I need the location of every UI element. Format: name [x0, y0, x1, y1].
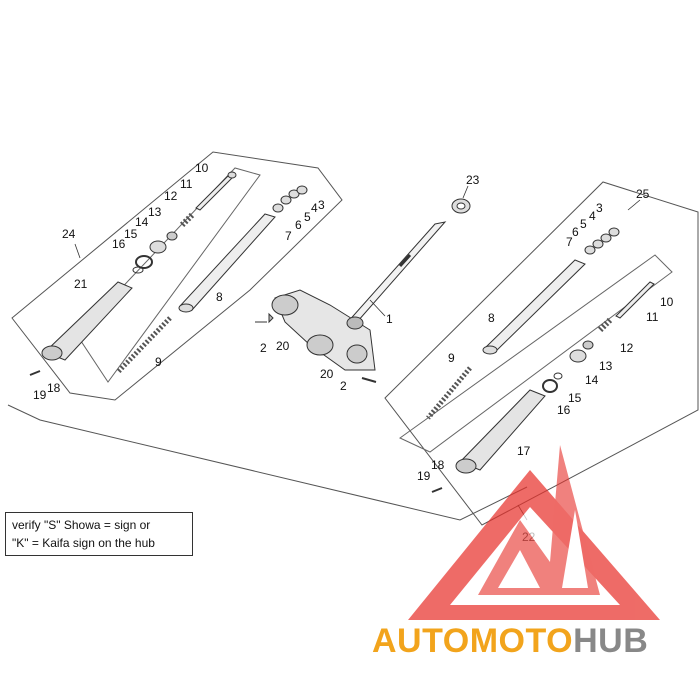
right-fork-outline — [384, 181, 699, 526]
callout-16-right: 16 — [557, 403, 571, 417]
callout-10-right: 10 — [660, 295, 674, 309]
callout-15-right: 15 — [568, 391, 582, 405]
callout-5-right: 5 — [580, 217, 587, 231]
callout-7-left: 7 — [285, 229, 292, 243]
callout-10-left: 10 — [195, 161, 209, 175]
callout-11-left: 11 — [180, 177, 193, 191]
callout-2a: 2 — [260, 341, 267, 355]
callout-9-right: 9 — [448, 351, 455, 365]
callout-4-right: 4 — [589, 209, 596, 223]
callout-21: 21 — [74, 277, 88, 291]
callout-20a: 20 — [276, 339, 290, 353]
callout-16-left: 16 — [112, 237, 126, 251]
note-line-2: "K" = Kaifa sign on the hub — [12, 536, 155, 550]
callout-14-right: 14 — [585, 373, 599, 387]
callout-14-left: 14 — [135, 215, 149, 229]
callout-1: 1 — [386, 312, 393, 326]
callout-12-right: 12 — [620, 341, 634, 355]
callout-19-right: 19 — [417, 469, 431, 483]
automotohub-logo — [408, 445, 660, 620]
left-fork-slider — [44, 281, 133, 361]
callout-6-left: 6 — [295, 218, 302, 232]
right-fork-tube — [484, 259, 586, 353]
callout-4-left: 4 — [311, 201, 318, 215]
connector-line — [7, 404, 528, 521]
callout-24: 24 — [62, 227, 76, 241]
callout-19-left: 19 — [33, 388, 47, 402]
right-fork-slider — [459, 389, 546, 471]
callout-3-left: 3 — [318, 198, 325, 212]
callout-7-right: 7 — [566, 235, 573, 249]
left-fork-outline — [11, 151, 343, 401]
callout-8-left: 8 — [216, 290, 223, 304]
callout-23: 23 — [466, 173, 480, 187]
note-line-1: verify "S" Showa = sign or — [12, 518, 151, 532]
left-fork-tube — [179, 213, 276, 311]
callout-12-left: 12 — [164, 189, 178, 203]
right-spring-panel — [399, 254, 673, 453]
callout-17: 17 — [517, 444, 531, 458]
verification-note: verify "S" Showa = sign or "K" = Kaifa s… — [5, 512, 193, 556]
callout-18-right: 18 — [431, 458, 445, 472]
callout-5-left: 5 — [304, 210, 311, 224]
logo-text-hub: HUB — [573, 622, 648, 660]
left-fork-parts — [29, 171, 308, 376]
right-fork-parts — [426, 227, 655, 493]
callout-25: 25 — [636, 187, 650, 201]
callout-6-right: 6 — [572, 225, 579, 239]
callout-15-left: 15 — [124, 227, 138, 241]
logo-text-auto: AUTO — [372, 622, 470, 660]
logo-text: AUTOMOTOHUB — [372, 622, 648, 660]
callout-11-right: 11 — [646, 310, 659, 324]
steering-stem — [255, 198, 471, 383]
left-spring — [116, 316, 172, 374]
logo-text-moto: MOTO — [470, 622, 573, 660]
callout-3-right: 3 — [596, 201, 603, 215]
right-spring — [426, 366, 472, 420]
callout-9-left: 9 — [155, 355, 162, 369]
callout-13-right: 13 — [599, 359, 613, 373]
callout-8-right: 8 — [488, 311, 495, 325]
callout-2b: 2 — [340, 379, 347, 393]
callout-13-left: 13 — [148, 205, 162, 219]
callout-18-left: 18 — [47, 381, 61, 395]
callout-20b: 20 — [320, 367, 334, 381]
